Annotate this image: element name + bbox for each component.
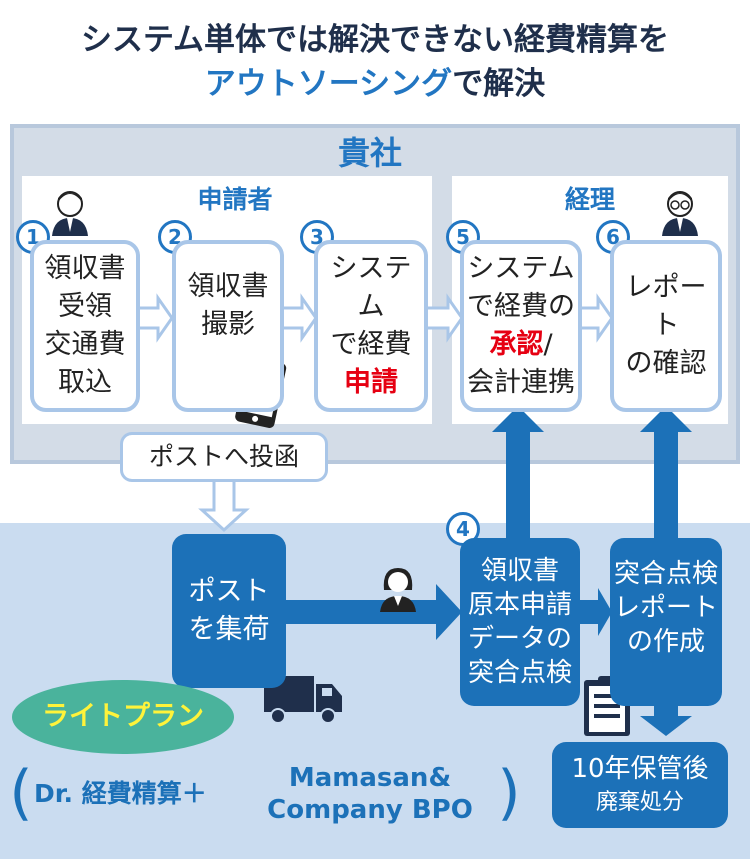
step-1-line: 取込 <box>58 367 112 398</box>
step-2-line: 領収書 <box>187 271 269 302</box>
arrow-collect-to-check <box>286 584 462 640</box>
storage-line1: 10年保管後 <box>571 754 709 784</box>
arrow-1-2 <box>136 293 174 343</box>
step-5-line: で経費の <box>467 291 575 322</box>
step-1-line: 領収書 <box>44 253 126 284</box>
arrow-up-to-6 <box>640 406 692 540</box>
title-line2: アウトソーシングで解決 <box>0 58 750 103</box>
step-6-line: の確認 <box>625 348 707 379</box>
arrow-2-3 <box>280 293 318 343</box>
step-5-line: システム <box>467 253 575 284</box>
paren-close: ) <box>497 758 521 828</box>
collect-line: ポスト <box>188 576 270 607</box>
post-label: ポストへ投函 <box>120 432 328 482</box>
accounting-label: 経理 <box>564 185 615 214</box>
step-6-line: レポート <box>625 272 707 341</box>
plan-badge: ライトプラン <box>12 680 234 754</box>
step-5-slash: / <box>543 329 553 360</box>
storage-box: 10年保管後 廃棄処分 <box>552 742 728 828</box>
arrow-up-to-5 <box>492 406 544 540</box>
step-2-line: 撮影 <box>201 309 255 340</box>
partner-right-line2: Company BPO <box>267 795 473 825</box>
storage-line2: 廃棄処分 <box>595 790 684 815</box>
step-3-line: システム <box>330 253 412 322</box>
report-line: レポート <box>613 593 718 623</box>
step-3-highlight: 申請 <box>344 367 398 398</box>
arrow-report-to-storage <box>640 700 692 736</box>
check-line: 原本申請 <box>467 590 572 620</box>
partner-left: Dr. 経費精算＋ <box>34 779 207 808</box>
step-1-card: 領収書 受領 交通費 取込 <box>30 240 140 412</box>
collect-box: ポスト を集荷 <box>172 534 286 688</box>
step-5-card: システム で経費の 承認/ 会計連携 <box>460 240 582 412</box>
report-box: 突合点検 レポート の作成 <box>610 538 722 706</box>
step-2-card: 領収書 撮影 <box>172 240 284 412</box>
person-icon <box>52 191 88 236</box>
arrow-down-post <box>198 476 250 533</box>
step-3-card: システム で経費 申請 <box>314 240 428 412</box>
partner-right-line1: Mamasan& <box>288 763 452 793</box>
step-6-card: レポート の確認 <box>610 240 722 412</box>
check-box: 領収書 原本申請 データの 突合点検 <box>460 538 580 706</box>
company-label: 貴社 <box>337 134 402 172</box>
collect-line: を集荷 <box>188 614 270 645</box>
check-line: データの <box>467 624 572 654</box>
arrow-3-5 <box>424 293 464 343</box>
arrow-check-to-report <box>580 588 612 636</box>
title-line2-rest: で解決 <box>452 66 546 102</box>
title-line2-highlight: アウトソーシング <box>204 66 453 102</box>
person-glasses-icon <box>662 191 698 236</box>
arrow-5-6 <box>578 293 614 343</box>
title-line1: システム単体では解決できない経費精算を <box>80 22 670 58</box>
report-line: の作成 <box>626 627 705 657</box>
step-1-line: 受領 <box>58 291 112 322</box>
truck-icon <box>264 676 342 724</box>
check-line: 突合点検 <box>467 658 572 688</box>
step-5-highlight: 承認 <box>489 329 544 360</box>
report-line: 突合点検 <box>613 559 718 589</box>
step-3-line: で経費 <box>330 329 412 360</box>
partner-right: Mamasan& Company BPO <box>250 762 490 826</box>
woman-icon <box>380 568 416 612</box>
check-line: 領収書 <box>480 556 559 586</box>
paren-open: ( <box>9 758 33 828</box>
applicant-label: 申請者 <box>197 185 273 214</box>
step-5-line: 会計連携 <box>467 367 575 398</box>
step-1-line: 交通費 <box>44 329 126 360</box>
